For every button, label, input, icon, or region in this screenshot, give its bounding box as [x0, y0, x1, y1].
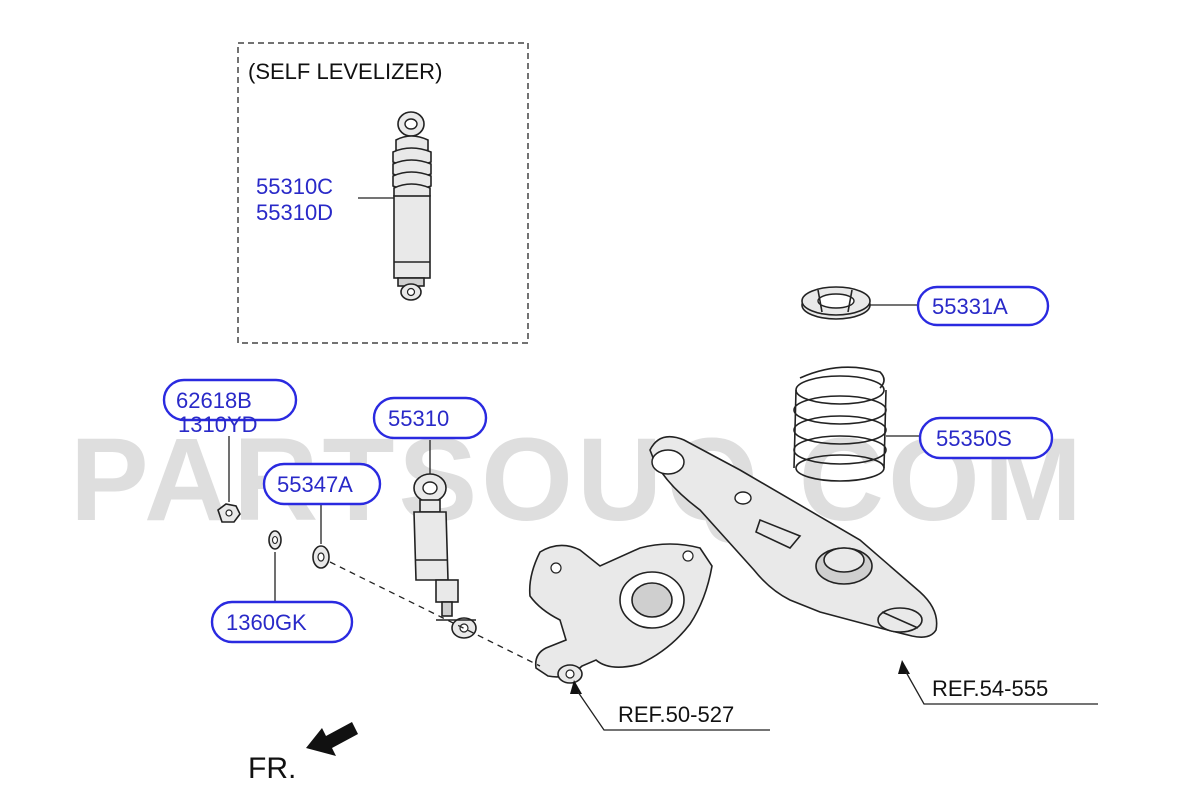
part-label-55310d[interactable]: 55310D: [256, 200, 333, 225]
rear-knuckle[interactable]: [528, 543, 713, 684]
ref-leader-knuckle: [570, 680, 770, 731]
callout-55350s-text: 55350S: [936, 426, 1012, 451]
coil-spring-55350s[interactable]: [793, 366, 887, 482]
callout-55350s[interactable]: [918, 416, 1054, 460]
callout-62618b-text: 62618B: [176, 388, 252, 413]
washer-1360gk[interactable]: [268, 530, 282, 550]
front-direction-arrow: [306, 722, 358, 756]
self-levelizer-group: (SELF LEVELIZER) 55310C 55310D: [237, 42, 529, 344]
front-direction-label: FR.: [248, 752, 296, 785]
part-label-1310yd[interactable]: 1310YD: [178, 412, 258, 437]
arrow-icon: [306, 722, 358, 756]
self-levelizer-box: [237, 42, 529, 344]
ref-label-knuckle[interactable]: REF.50-527: [618, 702, 734, 727]
levelizer-shock-absorber[interactable]: [392, 111, 432, 301]
callout-1360gk[interactable]: [210, 600, 354, 644]
part-label-55310c[interactable]: 55310C: [256, 174, 333, 199]
callout-55331a-text: 55331A: [932, 294, 1008, 319]
callout-1360gk-text: 1360GK: [226, 610, 307, 635]
ref-label-arm[interactable]: REF.54-555: [932, 676, 1048, 701]
washer-55347a[interactable]: [312, 545, 330, 569]
spring-pad-55331a[interactable]: [801, 286, 871, 320]
callout-55310[interactable]: [372, 396, 488, 440]
callout-55347a[interactable]: [262, 462, 382, 506]
ref-leader-arm: [898, 660, 1098, 705]
callout-55331a[interactable]: [916, 285, 1050, 327]
callout-62618b[interactable]: [162, 378, 298, 422]
callout-55347a-text: 55347A: [277, 472, 353, 497]
self-levelizer-title: (SELF LEVELIZER): [248, 59, 442, 84]
callout-55310-text: 55310: [388, 406, 449, 431]
lower-control-arm[interactable]: [649, 435, 938, 638]
nut-62618b[interactable]: [217, 503, 241, 523]
